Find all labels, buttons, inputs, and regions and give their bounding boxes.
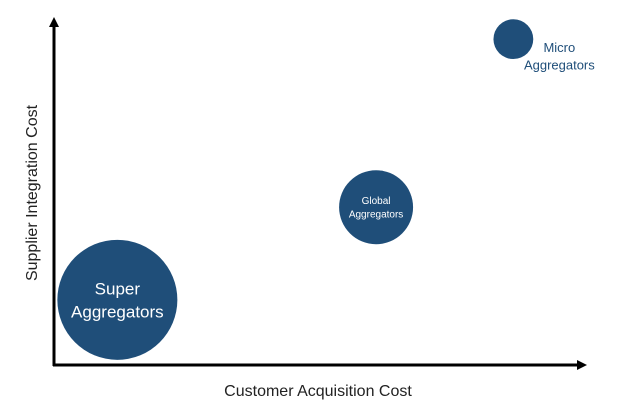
bubble-label-line: Super	[95, 279, 141, 298]
bubble-micro-aggregators	[493, 19, 534, 60]
bubble-label-line: Aggregators	[349, 209, 403, 220]
bubble-label-line: Global	[362, 196, 391, 207]
x-axis-label: Customer Acquisition Cost	[224, 383, 412, 400]
bubble-label-line: Micro	[543, 40, 575, 55]
bubble-label-line: Aggregators	[524, 58, 595, 73]
y-axis-label: Supplier Integration Cost	[24, 104, 41, 281]
bubble-label-line: Aggregators	[71, 302, 164, 321]
bubble-global-aggregators	[339, 170, 414, 245]
bubble-super-aggregators	[57, 239, 178, 360]
